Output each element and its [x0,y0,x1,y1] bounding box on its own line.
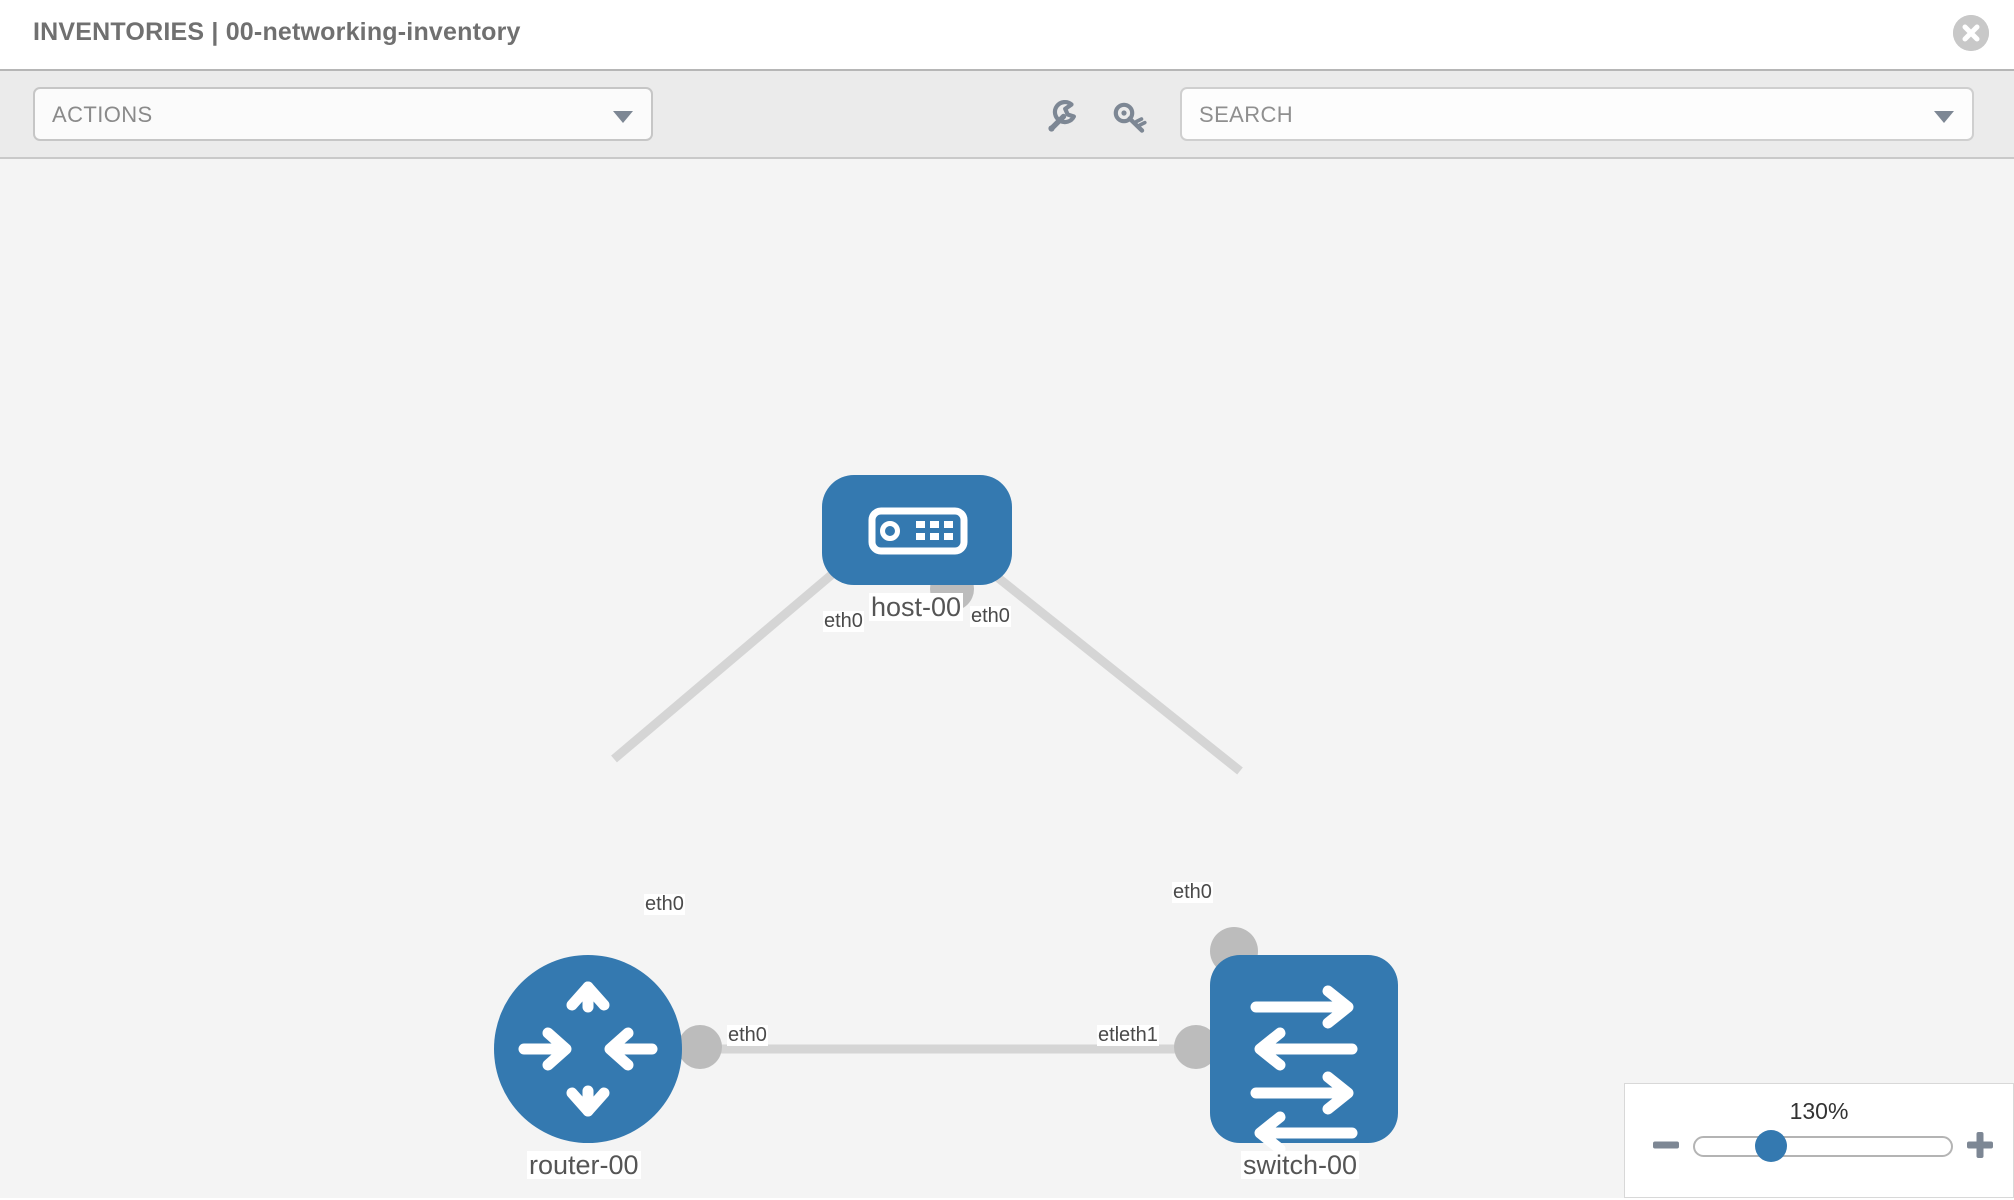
zoom-control-panel: 130% [1624,1083,2014,1198]
key-button[interactable] [1110,97,1150,137]
page-title: INVENTORIES | 00-networking-inventory [33,18,521,46]
zoom-out-button[interactable] [1649,1128,1683,1162]
link-host00-switch00[interactable] [959,545,1243,775]
interface-label: eth0 [727,1024,768,1046]
node-host-00[interactable] [822,475,1012,585]
zoom-slider-thumb[interactable] [1755,1130,1787,1162]
node-label-router-00: router-00 [527,1150,641,1180]
key-icon [1113,102,1147,133]
actions-dropdown-label: ACTIONS [52,102,153,127]
node-router-00[interactable] [494,955,682,1143]
interface-label: eth0 [1172,881,1213,903]
interface-label: eth0 [644,893,685,915]
interface-label: eth0 [823,610,864,632]
wrench-button[interactable] [1042,97,1082,137]
toolbar: ACTIONS SEARCH [0,69,2014,159]
link-endpoint[interactable] [678,1025,722,1069]
interface-label: eth1 [1118,1024,1159,1046]
wrench-icon [1048,99,1076,132]
link-host00-router00[interactable] [611,545,865,763]
search-placeholder: SEARCH [1199,102,1294,127]
link-endpoint[interactable] [1174,1025,1218,1069]
zoom-in-button[interactable] [1963,1128,1997,1162]
server-appliance-icon [868,507,968,555]
node-switch-00[interactable] [1210,955,1398,1155]
actions-dropdown[interactable]: ACTIONS [33,87,653,141]
router-arrows-icon [518,981,658,1117]
search-input[interactable]: SEARCH [1180,87,1974,141]
chevron-down-icon [1934,111,1954,123]
topology-canvas[interactable]: eth0 eth0 eth0 eth0 eth0 eth eth1 host-0… [0,159,2014,1198]
zoom-slider-track[interactable] [1693,1136,1953,1157]
minus-icon [1653,1141,1679,1149]
chevron-down-icon [613,111,633,123]
close-circle-icon [1953,15,1989,51]
zoom-level-value: 130% [1789,1098,1849,1124]
topology-graph [494,475,1398,1155]
node-label-host-00: host-00 [869,592,964,622]
plus-icon [1967,1132,1993,1158]
node-label-switch-00: switch-00 [1241,1150,1360,1180]
close-button[interactable] [1953,15,1989,51]
switch-arrows-icon [1250,985,1358,1155]
page-header: INVENTORIES | 00-networking-inventory [0,0,2014,69]
interface-label: eth0 [970,605,1011,627]
